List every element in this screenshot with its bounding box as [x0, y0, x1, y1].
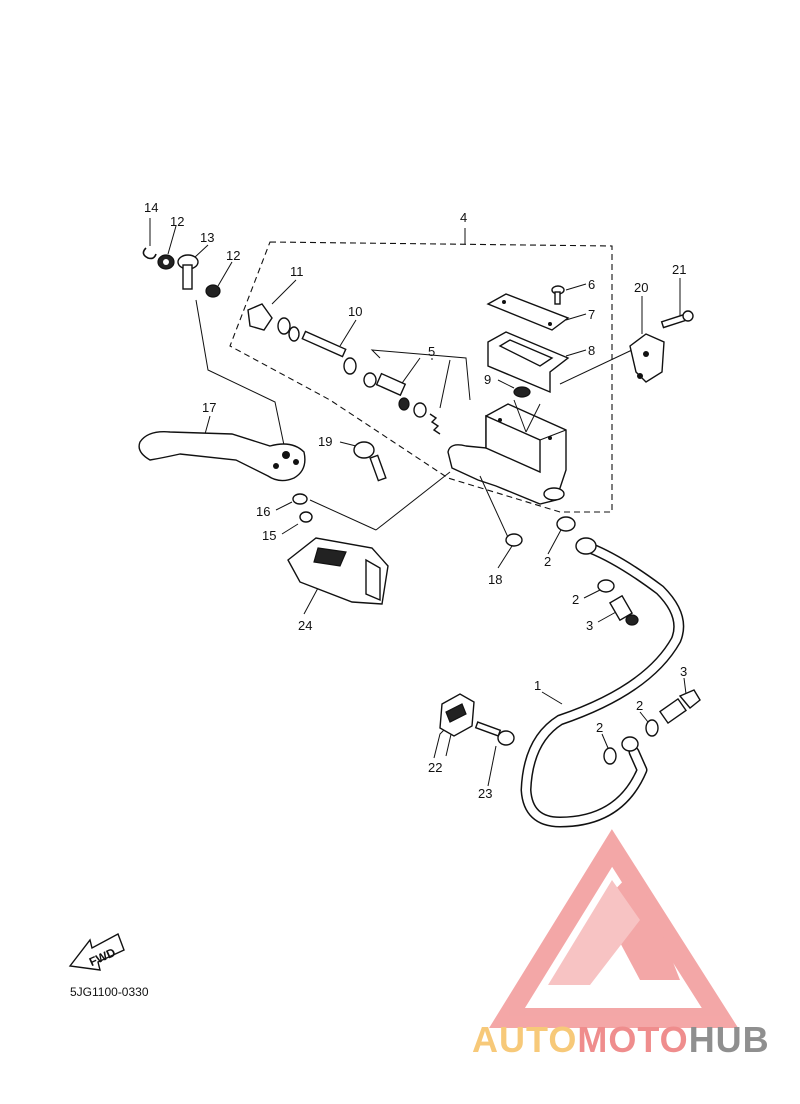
assembly-4-boundary [229, 241, 613, 513]
part-2-washer-a [547, 516, 576, 555]
callout-23: 23 [478, 786, 492, 801]
part-16-bushing [275, 493, 308, 511]
callout-9: 9 [484, 372, 491, 387]
callout-6: 6 [588, 277, 595, 292]
part-3-union-bolt-b [658, 677, 701, 725]
callout-16: 16 [256, 504, 270, 519]
callout-3: 3 [680, 664, 687, 679]
callout-18: 18 [488, 572, 502, 587]
callout-13: 13 [200, 230, 214, 245]
part-17-clutch-lever [138, 415, 306, 482]
part-15-washer [281, 511, 313, 535]
callout-2: 2 [636, 698, 643, 713]
part-24-switch-cover [287, 471, 451, 615]
part-20-clamp [629, 296, 665, 383]
part-12-nut-a [157, 225, 177, 270]
callout-2: 2 [596, 720, 603, 735]
callout-3: 3 [586, 618, 593, 633]
callout-21: 21 [672, 262, 686, 277]
watermark-word-auto: AUTO [472, 1019, 578, 1060]
callout-2: 2 [572, 592, 579, 607]
callout-2: 2 [544, 554, 551, 569]
callout-12: 12 [170, 214, 184, 229]
callout-1: 1 [534, 678, 541, 693]
callout-20: 20 [634, 280, 648, 295]
part-23-holder-bolt [474, 721, 515, 787]
watermark-wordmark: AUTOMOTOHUB [472, 1018, 792, 1062]
part-8-diaphragm-plate [487, 331, 587, 394]
callout-12: 12 [226, 248, 240, 263]
callout-17: 17 [202, 400, 216, 415]
part-2-washer-d [639, 711, 659, 737]
part-10-push-rod [301, 319, 357, 375]
part-1-clutch-hose [520, 537, 685, 828]
diagram-code: 5JG1100-0330 [70, 985, 149, 999]
fwd-arrow-icon: FWD [68, 933, 125, 971]
part-9-plug [497, 379, 531, 398]
callout-19: 19 [318, 434, 332, 449]
part-13-pivot-bolt [177, 244, 209, 290]
callout-15: 15 [262, 528, 276, 543]
watermark-word-moto: MOTO [577, 1019, 689, 1060]
callout-labels: 14 12 13 12 4 11 10 5 6 7 8 9 20 21 17 1… [70, 200, 687, 999]
callout-11: 11 [290, 264, 304, 279]
callout-7: 7 [588, 307, 595, 322]
watermark-word-hub: HUB [688, 1019, 770, 1060]
master-cylinder-body [447, 399, 567, 505]
part-18-nut [479, 475, 523, 569]
callout-10: 10 [348, 304, 362, 319]
callout-5: 5 [428, 344, 435, 359]
callout-4: 4 [460, 210, 467, 225]
part-2-washer-b [583, 579, 615, 599]
part-3-union-bolt-a [597, 594, 639, 626]
callout-8: 8 [588, 343, 595, 358]
part-21-clamp-bolt [660, 278, 694, 329]
part-2-washer-c [601, 733, 617, 765]
part-7-reservoir-cap [486, 293, 587, 331]
part-19-lever-bolt [339, 441, 387, 482]
part-14-clip [142, 218, 157, 260]
part-22-hose-holder [433, 693, 475, 759]
part-5-piston-kit [363, 349, 471, 435]
part-12-nut-b [205, 261, 233, 298]
callout-22: 22 [428, 760, 442, 775]
part-11-dust-boot [247, 279, 300, 342]
callout-24: 24 [298, 618, 312, 633]
part-6-screw [551, 283, 587, 305]
callout-14: 14 [144, 200, 158, 215]
watermark-logo-icon [489, 829, 739, 1028]
